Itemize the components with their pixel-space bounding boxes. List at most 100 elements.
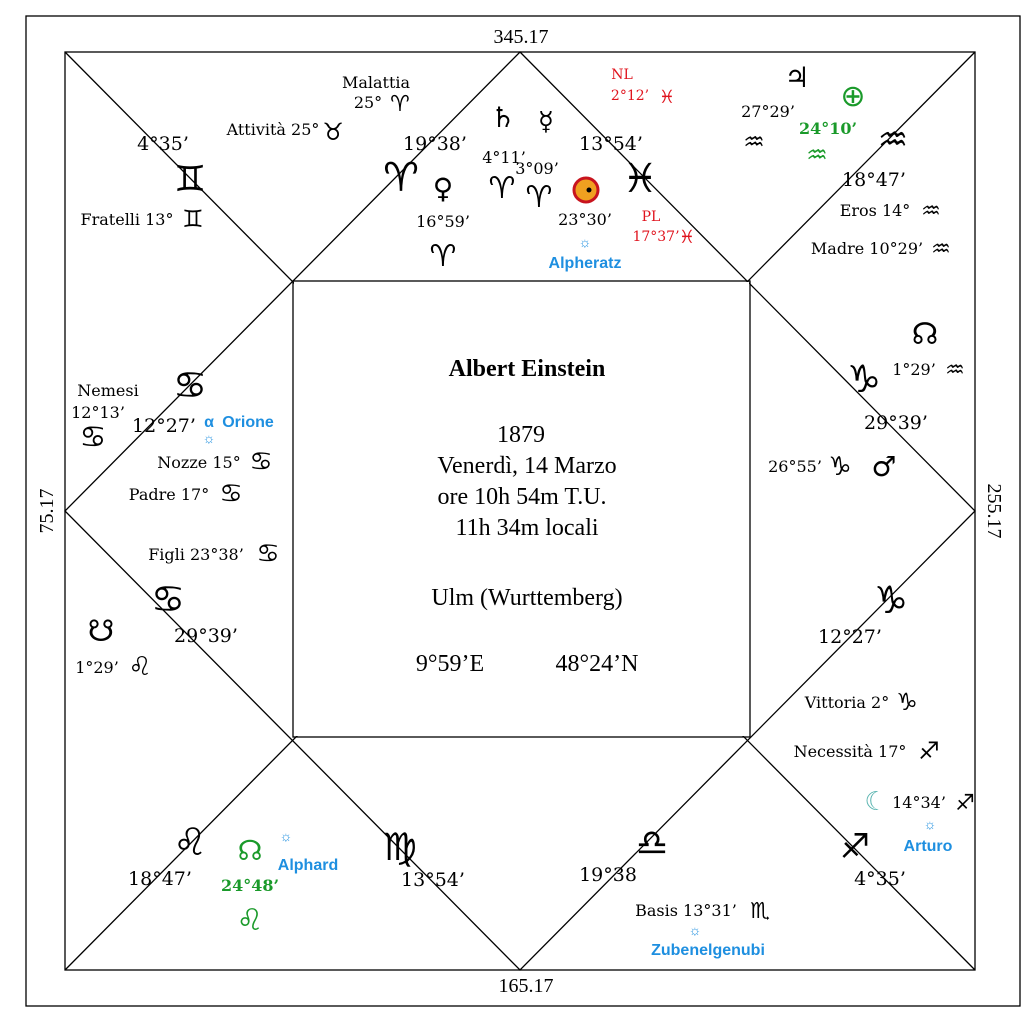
fratelli-label: Fratelli 13° xyxy=(81,210,174,229)
aquarius-icon: ♒ xyxy=(878,120,908,160)
birth-date: Venerdì, 14 Marzo xyxy=(437,453,616,479)
malattia-degree: 25° xyxy=(354,93,382,112)
mars-icon: ♂ xyxy=(871,450,896,483)
earth-icon: ⊕ xyxy=(840,79,865,114)
nemesi-degree: 12°13’ xyxy=(71,403,125,422)
points-right: ☊ 1°29’ ♒ 26°55’ ♑ ♂ xyxy=(768,317,965,483)
birth-year: 1879 xyxy=(497,422,545,448)
center-fill xyxy=(294,282,749,736)
attivita-label: Attività 25° xyxy=(226,120,320,139)
edge-label-left: 75.17 xyxy=(36,489,58,534)
birth-place: Ulm (Wurttemberg) xyxy=(431,585,622,611)
arturo-label: Arturo xyxy=(904,838,953,855)
edge-label-top: 345.17 xyxy=(494,26,549,48)
cusp-degree-h3: 29°39’ xyxy=(174,625,238,647)
capricorn-icon-mars: ♑ xyxy=(828,452,851,482)
star-icon-zubenelgenubi: ☼ xyxy=(689,922,702,938)
cusp-degree-h6: 19°38 xyxy=(579,864,637,886)
alpheratz-label: Alpheratz xyxy=(549,255,622,272)
center-square xyxy=(292,280,751,738)
pisces-icon-new-moon: ♓ xyxy=(659,87,675,108)
new-moon-label: NL xyxy=(611,67,633,83)
sagittarius-icon-h7: ♐ xyxy=(840,827,870,867)
aries-icon-mercury: ♈ xyxy=(526,180,553,215)
edge-label-right: 255.17 xyxy=(983,484,1005,539)
aries-icon-saturn: ♈ xyxy=(489,171,516,206)
points-bottom: Basis 13°31’ ♏ ☼ Zubenelgenubi xyxy=(635,899,770,959)
new-moon-degree: 2°12’ xyxy=(611,88,649,104)
virgo-icon: ♍ xyxy=(383,825,417,869)
cusp-degree-h11: 13°54’ xyxy=(579,133,643,155)
jupiter-icon: ♃ xyxy=(784,61,809,94)
capricorn-icon-h8: ♑ xyxy=(874,578,908,622)
aries-icon-venus: ♈ xyxy=(430,239,457,274)
points-top-left: Malattia 25° ♈ Attività 25° ♉ Fratelli 1… xyxy=(81,73,411,233)
leo-icon: ♌ xyxy=(173,820,207,864)
sun-icon-dot xyxy=(586,187,592,193)
cusp-degree-h10: 18°47’ xyxy=(842,169,906,191)
house-cusps: 4°35’ ♊ 19°38’ ♈ 13°54’ ♓ ♒ 18°47’ ♑ 29°… xyxy=(128,120,928,891)
south-node-icon: ☋ xyxy=(88,614,115,649)
taurus-icon: ♉ xyxy=(322,118,344,146)
birth-time-ut: ore 10h 54m T.U. xyxy=(437,484,606,510)
birth-time-local: 11h 34m locali xyxy=(455,515,598,541)
necessita-label: Necessità 17° xyxy=(794,742,907,761)
figli-label: Figli 23°38’ xyxy=(148,545,244,564)
edge-label-bottom: 165.17 xyxy=(499,975,554,997)
star-icon-alphard: ☼ xyxy=(280,828,293,844)
cusp-degree-h7: 4°35’ xyxy=(854,868,906,890)
cusp-degree-h12: 4°35’ xyxy=(137,133,189,155)
star-icon-alpheratz: ☼ xyxy=(579,234,592,250)
chart-info: Albert Einstein 1879 Venerdì, 14 Marzo o… xyxy=(416,356,639,677)
sun-degree: 23°30’ xyxy=(558,210,612,229)
cusp-degree-h5: 13°54’ xyxy=(401,869,465,891)
mercury-degree: 3°09’ xyxy=(515,159,559,178)
venus-icon: ♀ xyxy=(433,172,454,205)
aquarius-icon-jupiter: ♒ xyxy=(743,128,765,156)
sagittarius-icon-necessita: ♐ xyxy=(918,737,940,765)
capricorn-icon-h9: ♑ xyxy=(847,357,881,401)
aquarius-icon-eros: ♒ xyxy=(921,199,941,224)
gemini-icon-fratelli: ♊ xyxy=(182,205,204,233)
capricorn-icon-vittoria: ♑ xyxy=(896,688,918,716)
pisces-icon-full-moon: ♓ xyxy=(679,227,695,248)
full-moon-degree: 17°37’ xyxy=(632,229,679,245)
madre-label: Madre 10°29’ xyxy=(811,239,923,258)
padre-label: Padre 17° xyxy=(129,485,209,504)
north-node-degree: 1°29’ xyxy=(892,360,936,379)
alpha-label: α xyxy=(204,414,214,431)
orione-label: Orione xyxy=(222,414,274,431)
aquarius-icon-node: ♒ xyxy=(945,358,965,383)
north-node-icon: ☊ xyxy=(912,317,939,352)
cancer-icon-padre: ♋ xyxy=(219,479,242,509)
malattia-label: Malattia xyxy=(342,73,411,92)
inner-diamond xyxy=(64,51,976,971)
jupiter-degree: 27°29’ xyxy=(741,102,795,121)
sagittarius-icon-moon: ♐ xyxy=(955,791,975,816)
aquarius-icon-fortune: ♒ xyxy=(806,141,828,169)
nemesi-label: Nemesi xyxy=(77,381,138,400)
cusp-degree-h1: 19°38’ xyxy=(403,133,467,155)
cusp-degree-h9: 29°39’ xyxy=(864,412,928,434)
points-top-right: ♃ 27°29’ ♒ ⊕ 24°10’ ♒ Eros 14° ♒ Madre 1… xyxy=(741,61,951,262)
outer-frame xyxy=(25,15,1021,1007)
basis-label: Basis 13°31’ xyxy=(635,901,737,920)
cancer-icon-h3: ♋ xyxy=(151,577,185,621)
leo-icon-south-node: ♌ xyxy=(128,652,151,682)
pisces-icon: ♓ xyxy=(622,156,658,202)
saturn-icon: ♄ xyxy=(490,101,515,134)
cancer-icon-figli: ♋ xyxy=(256,539,279,569)
saturn-degree: 4°11’ xyxy=(482,148,526,167)
cusp-degree-h2: 12°27’ xyxy=(132,415,196,437)
cusp-degree-h4: 18°47’ xyxy=(128,868,192,890)
aries-icon: ♈ xyxy=(383,155,419,201)
cancer-icon-h2: ♋ xyxy=(173,363,207,407)
moon-icon: ☾ xyxy=(864,787,887,817)
cusp-degree-h8: 12°27’ xyxy=(818,626,882,648)
cancer-icon-nozze: ♋ xyxy=(249,447,272,477)
moon-degree: 14°34’ xyxy=(892,793,946,812)
points-right-lower: Vittoria 2° ♑ Necessità 17° ♐ ☾ 14°34’ ♐… xyxy=(794,688,975,855)
mars-degree: 26°55’ xyxy=(768,457,822,476)
libra-icon: ♎ xyxy=(636,823,668,864)
sun-icon xyxy=(572,176,600,204)
